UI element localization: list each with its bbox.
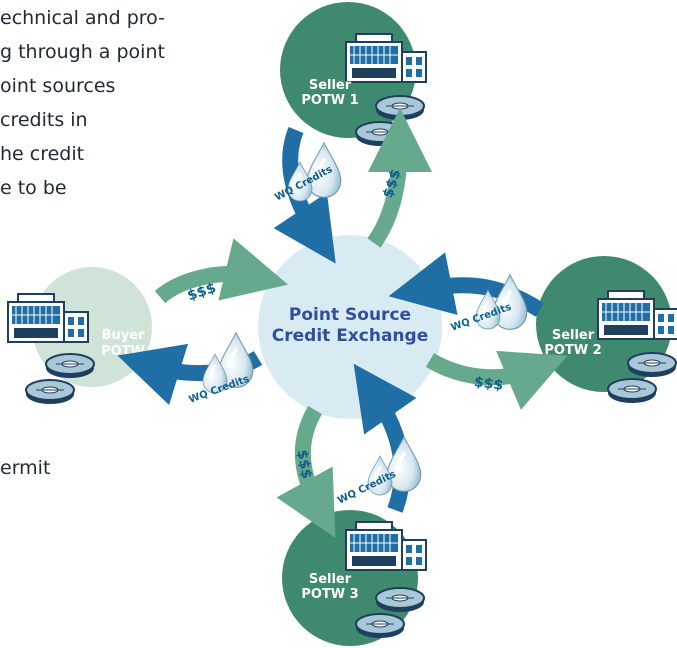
seller-1-label-line-2: POTW 1 bbox=[301, 93, 358, 108]
money-arrow-to-seller-1 bbox=[367, 108, 432, 248]
seller-3-label-line-2: POTW 3 bbox=[301, 587, 358, 602]
hub-label-line-1: Point Source bbox=[289, 305, 411, 325]
hub-label-line-2: Credit Exchange bbox=[272, 326, 428, 346]
buyer-label-line-2: POTW bbox=[101, 344, 145, 359]
body-text-line-2: g through a point bbox=[0, 41, 165, 63]
seller-2-label-line-1: Seller bbox=[552, 328, 595, 343]
body-text-line-1: echnical and pro- bbox=[0, 7, 165, 29]
seller-potw-2-node: Seller POTW 2 bbox=[536, 256, 677, 404]
body-text-line-5: he credit bbox=[0, 143, 85, 165]
treatment-plant-icon bbox=[345, 33, 427, 83]
seller-potw-3-node: Seller POTW 3 bbox=[282, 510, 427, 646]
seller-2-label-line-2: POTW 2 bbox=[544, 343, 601, 358]
buyer-potw-node: Buyer POTW bbox=[7, 267, 152, 405]
money-arrow-to-seller-2 bbox=[425, 350, 568, 410]
money-arrow-to-seller-3 bbox=[276, 406, 336, 539]
body-text-line-3: oint sources bbox=[0, 75, 116, 97]
seller-1-label-line-1: Seller bbox=[309, 78, 352, 93]
seller-potw-1-node: Seller POTW 1 bbox=[280, 2, 427, 147]
money-label-seller-2: $$$ bbox=[473, 374, 504, 394]
body-text-line-7: ermit bbox=[0, 457, 51, 479]
money-label-seller-3: $$$ bbox=[294, 449, 315, 481]
body-text-line-4: credits in bbox=[0, 109, 88, 131]
seller-3-label-line-1: Seller bbox=[309, 572, 352, 587]
body-text-line-6: e to be bbox=[0, 177, 67, 199]
credits-arrow-from-seller-2 bbox=[388, 252, 545, 317]
treatment-plant-icon bbox=[345, 521, 427, 571]
money-arrow-from-buyer bbox=[154, 238, 289, 304]
buyer-label-line-1: Buyer bbox=[102, 328, 145, 343]
wq-credit-drop-seller-3: WQ Credits bbox=[336, 435, 423, 507]
